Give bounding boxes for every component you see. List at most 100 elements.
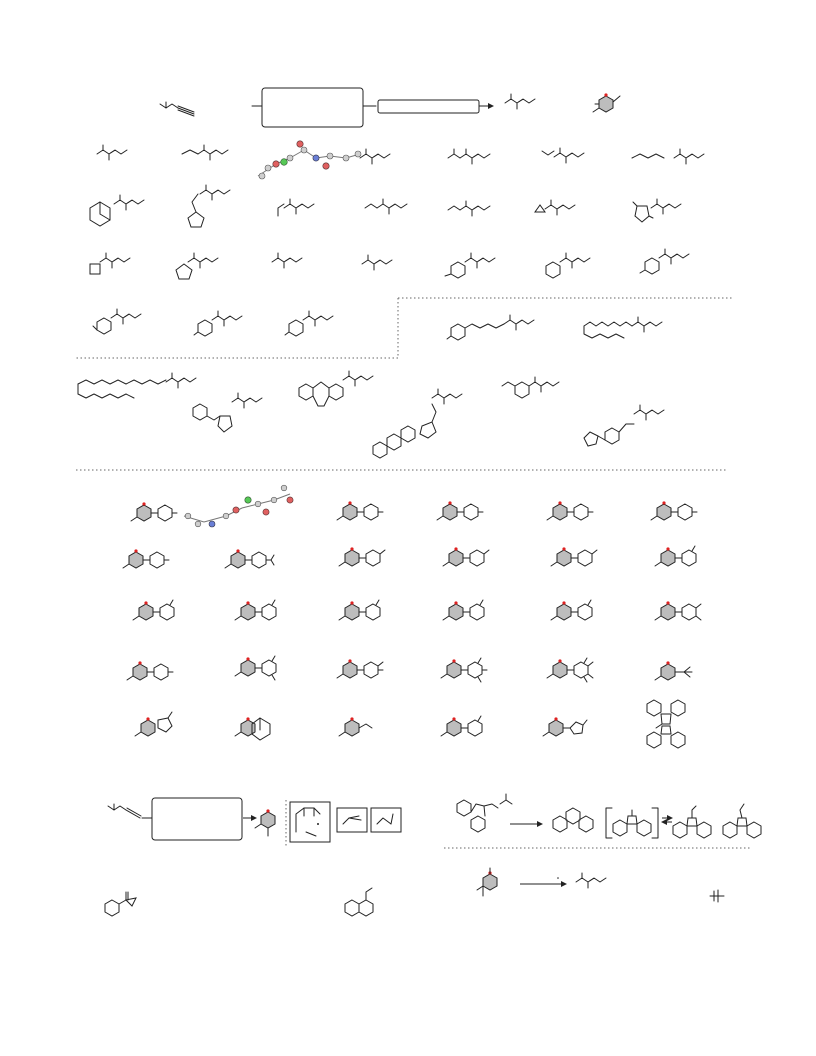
p-tolyl-enamine-1 — [193, 310, 243, 337]
bicyclic-enamine — [632, 198, 682, 223]
biaryl-scope-row-4 — [127, 656, 693, 683]
biaryl-product-5 — [651, 501, 697, 520]
tetrahydronaphthalene — [344, 887, 374, 917]
phenyl-enamine — [545, 252, 591, 279]
enamine-product-row2-5 — [447, 200, 491, 217]
starting-amine-alkyne-bottom — [107, 803, 142, 819]
biaryl-product-3 — [437, 501, 483, 520]
general-reaction-row — [159, 87, 621, 128]
conditions-box-bottom — [151, 797, 243, 841]
radical-fragment — [709, 889, 725, 903]
bicyclic-alkyl-product — [134, 711, 173, 737]
biaryl-product-8 — [339, 547, 385, 566]
biaryl-product-13 — [235, 600, 276, 620]
biaryl-product-14 — [339, 600, 380, 620]
enamine-product-row3-3 — [271, 252, 303, 269]
cyclopentyl-ethyl-enamine — [187, 184, 231, 228]
enamine-product-row3-4 — [361, 254, 393, 271]
reagent-dot — [557, 877, 559, 879]
pyridyl-product — [441, 716, 482, 736]
cyclopropyl-styrene — [104, 891, 137, 917]
enamine-product-4 — [447, 148, 491, 165]
bracketed-intermediate — [605, 807, 659, 839]
biaryl-scope-row-3 — [133, 600, 702, 621]
mechanism-right — [456, 793, 762, 839]
enamine-scope-row-1 — [96, 140, 705, 180]
intermediate-pyrylium — [254, 808, 276, 837]
biaryl-scope-row-5 — [134, 699, 686, 749]
cyclopentyl-enamine — [175, 252, 219, 280]
m-tolyl-enamine — [92, 308, 142, 335]
enamine-scope-row-2 — [89, 184, 682, 228]
long-chain-aryl-enamine — [446, 314, 535, 341]
steroid-enamine — [372, 388, 463, 459]
benzyl-pyrrolidinone-enamine — [192, 392, 263, 433]
oleyl-enamine — [77, 372, 197, 399]
pyrylium-product-top — [592, 92, 621, 113]
conditions-box-secondary — [377, 99, 480, 114]
enamine-scope-row-3 — [89, 248, 690, 280]
spirobifluorene-product — [646, 699, 686, 749]
biaryl-product-20 — [337, 659, 384, 678]
biaryl-product-2 — [337, 501, 383, 520]
conditions-box-main — [251, 87, 377, 128]
cyclopropyl-enamine — [534, 199, 576, 216]
separator-vertical-upper — [76, 298, 399, 359]
tert-butyl-product — [654, 660, 693, 681]
vinyl-fluorene — [672, 805, 712, 839]
tolyl-enamine — [639, 248, 690, 275]
biaryl-product-22 — [547, 658, 594, 683]
ethyl-fluorene — [722, 803, 762, 839]
loxoprofen-enamine — [583, 404, 665, 447]
enamine-product-top — [504, 93, 536, 110]
biaryl-product-4 — [547, 501, 593, 520]
cyclobutyl-enamine — [89, 252, 131, 275]
phenanthrene-product — [552, 807, 594, 833]
enamine-product-bottom — [575, 872, 607, 889]
adamantyl-product — [234, 716, 271, 741]
biaryl-product-16 — [551, 600, 592, 620]
adamantyl-enamine — [89, 194, 145, 227]
fluorenyl-substrate — [456, 793, 513, 833]
biaryl-product-11 — [655, 546, 696, 566]
enamine-product-6 — [631, 148, 705, 165]
enamine-product-row2-3 — [277, 198, 315, 217]
fatty-chain-enamine — [583, 316, 663, 339]
biaryl-product-10 — [551, 547, 597, 566]
biaryl-product-9 — [443, 547, 489, 566]
complex-substrates-row — [77, 370, 665, 459]
enamine-product-row2-4 — [364, 198, 408, 215]
thienyl-product — [542, 716, 588, 737]
biaryl-product-19 — [235, 656, 276, 681]
enamine-product-5 — [541, 147, 585, 164]
starting-amine-alkyne — [159, 101, 195, 117]
ligand-box-1 — [336, 807, 368, 833]
mechanism-left — [107, 797, 402, 848]
equilibrium-arrows — [661, 815, 673, 825]
enamine-product-1 — [96, 144, 128, 161]
biaryl-product-6 — [123, 549, 169, 568]
crystal-structure-2 — [183, 484, 294, 528]
biaryl-scope-row-2 — [123, 546, 696, 568]
ligand-box-2 — [370, 807, 402, 833]
biaryl-product-12 — [133, 600, 174, 620]
p-tolyl-enamine-2 — [284, 310, 334, 337]
biaryl-product-18 — [127, 661, 173, 680]
dibenzoazepine-enamine — [298, 370, 374, 407]
ibuprofen-enamine — [501, 376, 560, 399]
biaryl-product-7 — [225, 549, 275, 568]
biaryl-product-1 — [131, 502, 177, 521]
crystal-structure-1 — [257, 140, 362, 180]
enamine-product-3 — [359, 148, 391, 165]
enamine-product-2 — [181, 144, 229, 161]
bottom-row — [104, 867, 725, 917]
biaryl-product-21 — [441, 658, 488, 683]
cyclohexyl-enamine — [444, 252, 496, 279]
enamine-scope-row-4 — [92, 308, 663, 341]
biaryl-product-17 — [655, 601, 702, 621]
biaryl-product-15 — [443, 600, 484, 620]
ethyl-product — [338, 716, 373, 737]
pyrylium-reactant-bottom — [476, 867, 498, 897]
biaryl-scope-row-1 — [131, 484, 697, 528]
